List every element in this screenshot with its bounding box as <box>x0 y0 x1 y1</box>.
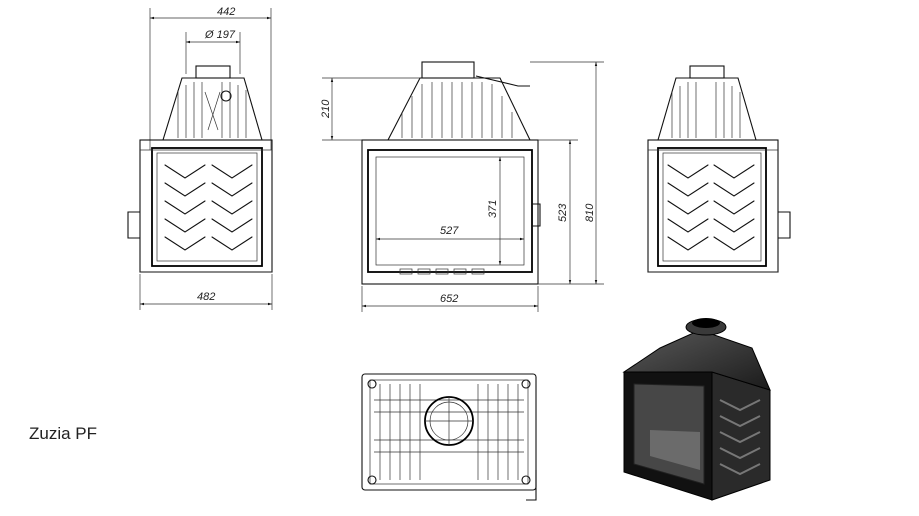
right-side-view <box>647 65 791 273</box>
dim-442: 442 <box>217 6 235 18</box>
fireplace-render <box>622 318 771 501</box>
left-side-view: 442 Ø 197 <box>127 6 273 310</box>
dim-810: 810 <box>584 203 596 222</box>
top-view <box>361 373 537 501</box>
dim-482: 482 <box>197 291 215 303</box>
dim-527: 527 <box>440 225 459 237</box>
dim-210: 210 <box>320 99 332 119</box>
model-title: Zuzia PF <box>29 424 98 443</box>
dim-652: 652 <box>440 293 458 305</box>
dim-523: 523 <box>557 203 569 222</box>
dim-371: 371 <box>487 200 499 218</box>
front-view: 210 527 371 523 810 652 <box>320 61 604 312</box>
dim-flue-diameter: Ø 197 <box>204 29 236 41</box>
